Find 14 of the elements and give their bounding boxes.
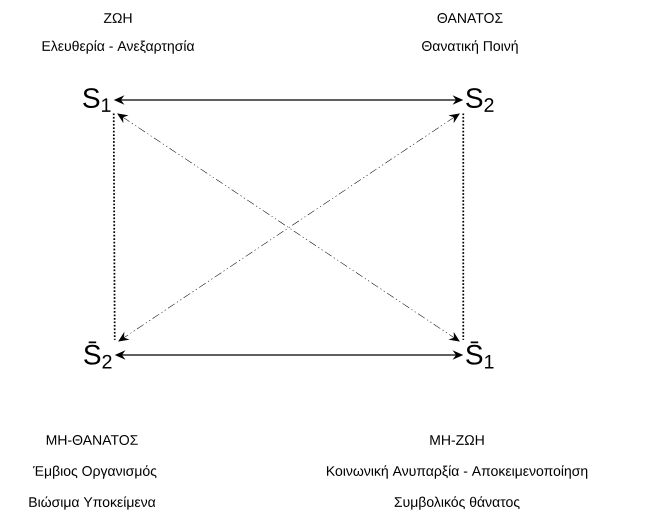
term-label: Συμβολικός θάνατος <box>394 496 520 510</box>
term-symbol: S̄$_{2}$ <box>84 341 112 368</box>
term-label: Κοινωνική Ανυπαρξία - Αποκειμενοποίηση <box>326 465 588 479</box>
term-label: Έμβιος Οργανισμός <box>32 465 156 479</box>
term-label: ΖΩΗ <box>104 13 132 23</box>
term-symbol: S$_{2}$ <box>466 88 494 112</box>
term-label: ΜΗ-ΘΑΝΑΤΟΣ <box>46 435 138 445</box>
term-label: Βιώσιμα Υποκείμενα <box>29 496 156 510</box>
term-label: ΜΗ-ΖΩΗ <box>430 435 484 445</box>
term-label: Θανατική Ποινή <box>422 40 518 54</box>
term-symbol: S$_{1}$ <box>83 88 110 112</box>
term-label: ΘΑΝΑΤΟΣ <box>438 13 503 23</box>
term-symbol: S̄$_{1}$ <box>466 341 494 368</box>
term-label: Ελευθερία - Ανεξαρτησία <box>42 40 194 54</box>
